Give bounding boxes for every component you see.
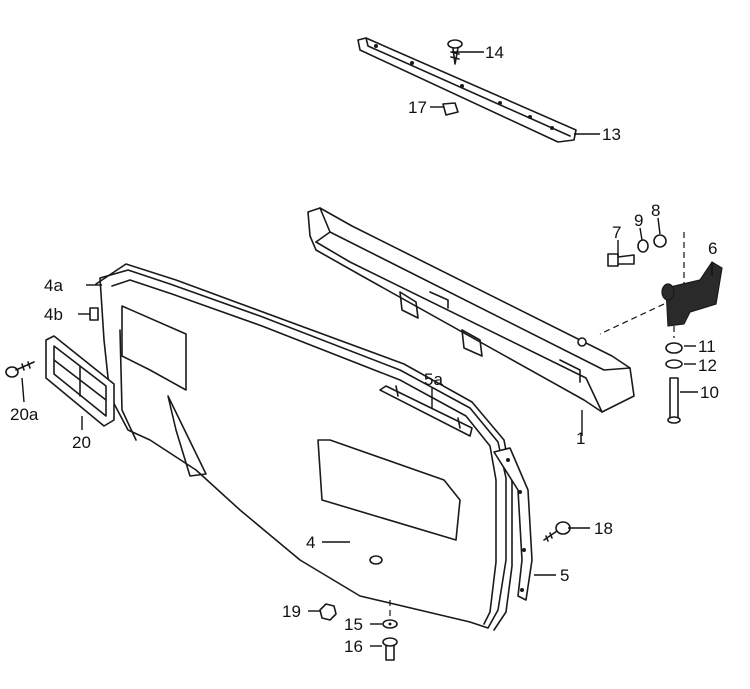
callout-8: 8 [651, 201, 660, 220]
part-11-nut [665, 342, 683, 354]
part-20-lens [45, 335, 115, 427]
part-12-washer [665, 359, 683, 369]
part-5-side-strip [493, 447, 533, 601]
part-4b-clip [89, 307, 99, 321]
callout-13: 13 [602, 125, 621, 144]
part-9-washer [637, 239, 649, 253]
callout-6: 6 [708, 239, 717, 258]
part-7-bolt [607, 253, 635, 267]
callout-15: 15 [344, 615, 363, 634]
callout-9: 9 [634, 211, 643, 230]
part-16-bolt [382, 637, 398, 661]
callout-18: 18 [594, 519, 613, 538]
part-20a-screw [5, 361, 35, 378]
part-4a-seal-strip [95, 263, 513, 631]
part-15-washer [382, 619, 398, 629]
part-1-reinforcement-beam [307, 207, 635, 413]
callout-5: 5 [560, 566, 569, 585]
callout-7: 7 [612, 223, 621, 242]
callout-17: 17 [408, 98, 427, 117]
callout-10: 10 [700, 383, 719, 402]
part-5a-plate [379, 385, 473, 437]
part-6-bracket [661, 261, 723, 327]
callout-labels: 14 17 13 7 9 8 6 11 12 10 1 4a 4b 5a 4 1… [10, 43, 719, 656]
callout-5a: 5a [424, 370, 443, 389]
part-17-clip-nut [442, 102, 459, 116]
callout-20a: 20a [10, 405, 39, 424]
callout-4b: 4b [44, 305, 63, 324]
part-14-screw [447, 39, 463, 65]
part-4-bumper-cover [99, 269, 507, 629]
callout-14: 14 [485, 43, 504, 62]
callout-19: 19 [282, 602, 301, 621]
part-8-nut [653, 234, 667, 248]
callout-20: 20 [72, 433, 91, 452]
part-19-plug [319, 603, 337, 621]
callout-12: 12 [698, 356, 717, 375]
callout-4a: 4a [44, 276, 63, 295]
part-18-screw [543, 521, 571, 542]
callout-11: 11 [698, 337, 716, 356]
part-13-mounting-strip [357, 37, 577, 143]
callout-4: 4 [306, 533, 315, 552]
callout-1: 1 [576, 429, 585, 448]
callout-16: 16 [344, 637, 363, 656]
part-10-bolt [667, 377, 681, 424]
leader-lines [21, 51, 713, 647]
